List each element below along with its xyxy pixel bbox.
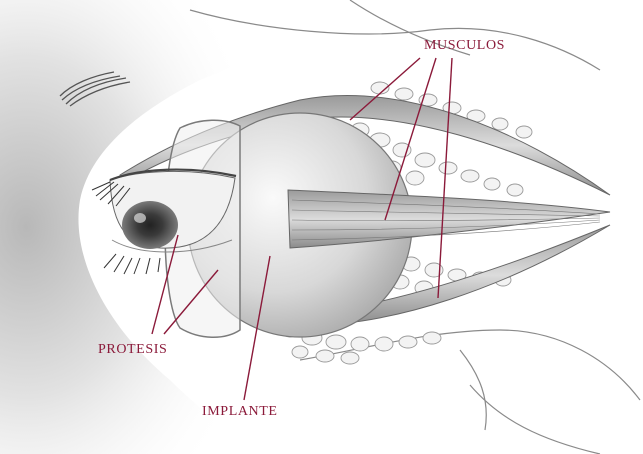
label-protesis: PROTESIS: [98, 342, 167, 358]
center-muscle: [288, 190, 610, 248]
label-musculos: MUSCULOS: [424, 38, 505, 54]
label-implante: IMPLANTE: [202, 404, 278, 420]
leader-musculos-lower: [438, 58, 452, 298]
